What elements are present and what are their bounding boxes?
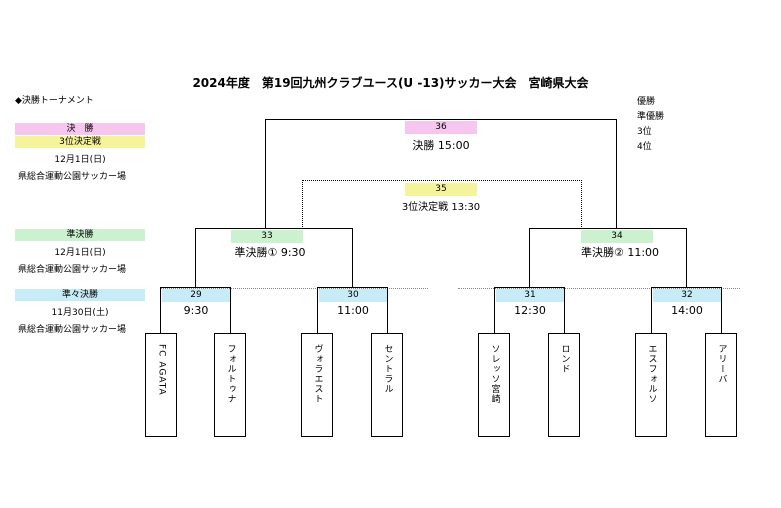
match-35-number: 35 xyxy=(405,183,477,196)
legend-quarter-date: 11月30日(土) xyxy=(51,308,109,318)
qf32-top-line xyxy=(651,287,722,288)
match-36-label: 決勝 15:00 xyxy=(412,139,470,152)
legend-final-venue: 県総合運動公園サッカー場 xyxy=(18,172,127,182)
team-box: ソレッソ宮崎 xyxy=(478,333,510,437)
team-box: FC AGATA xyxy=(145,333,177,437)
result-fourth: 4位 xyxy=(637,142,652,152)
page-title: 2024年度 第19回九州クラブユース(U -13)サッカー大会 宮崎県大会 xyxy=(192,76,589,90)
match-35-label: 3位決定戦 13:30 xyxy=(401,202,481,213)
legend-quarter-venue: 県総合運動公園サッカー場 xyxy=(18,325,127,335)
semi2-left-line xyxy=(529,228,530,288)
qf30-right-line xyxy=(387,287,388,333)
match-32-number: 32 xyxy=(653,289,721,302)
result-third: 3位 xyxy=(637,127,652,137)
team-box: アリーバ xyxy=(705,333,737,437)
team-box: フォルトゥナ xyxy=(214,333,246,437)
result-runner-up: 準優勝 xyxy=(637,112,665,122)
qf30-left-line xyxy=(317,287,318,333)
qf30-top-line xyxy=(317,287,388,288)
team-name: ロンド xyxy=(559,344,570,374)
semi2-top-line xyxy=(529,228,687,229)
section-label: ◆決勝トーナメント xyxy=(15,96,94,106)
team-box: エスフォルソ xyxy=(635,333,667,437)
match-30-label: 11:00 xyxy=(337,304,369,317)
match-32-label: 14:00 xyxy=(671,304,703,317)
semi2-right-line xyxy=(686,228,687,288)
team-name: ヴォラエスト xyxy=(312,344,323,404)
third-place-top-line xyxy=(302,180,582,181)
team-name: セントラル xyxy=(382,344,393,394)
qf29-top-line xyxy=(160,287,231,288)
match-31-label: 12:30 xyxy=(514,304,546,317)
match-29-number: 29 xyxy=(162,289,230,302)
match-34-label: 準決勝② 11:00 xyxy=(580,246,660,259)
separator-left xyxy=(160,288,428,289)
qf31-right-line xyxy=(564,287,565,333)
team-box: セントラル xyxy=(371,333,403,437)
qf29-right-line xyxy=(230,287,231,333)
team-name: ソレッソ宮崎 xyxy=(489,344,500,404)
legend-final-date: 12月1日(日) xyxy=(54,155,106,165)
match-33-label: 準決勝① 9:30 xyxy=(234,246,306,259)
legend-semi-date: 12月1日(日) xyxy=(54,248,106,258)
match-31-number: 31 xyxy=(496,289,564,302)
match-29-label: 9:30 xyxy=(183,304,209,317)
legend-third-place: 3位決定戦 xyxy=(15,136,145,148)
qf31-top-line xyxy=(494,287,565,288)
team-box: ヴォラエスト xyxy=(301,333,333,437)
legend-final: 決 勝 xyxy=(15,123,145,135)
third-place-right-line xyxy=(581,180,582,229)
team-name: FC AGATA xyxy=(156,344,167,396)
match-34-number: 34 xyxy=(581,230,653,243)
semi1-left-line xyxy=(195,228,196,288)
legend-semi: 準決勝 xyxy=(15,229,145,241)
team-box: ロンド xyxy=(548,333,580,437)
separator-right xyxy=(458,288,740,289)
qf31-left-line xyxy=(494,287,495,333)
result-winner: 優勝 xyxy=(637,97,656,107)
final-top-line xyxy=(265,119,617,120)
third-place-left-line xyxy=(302,180,303,229)
semi1-right-line xyxy=(352,228,353,288)
match-36-number: 36 xyxy=(405,121,477,134)
qf32-right-line xyxy=(721,287,722,333)
final-right-line xyxy=(616,119,617,229)
match-30-number: 30 xyxy=(319,289,387,302)
final-left-line xyxy=(265,119,266,229)
qf32-left-line xyxy=(651,287,652,333)
match-33-number: 33 xyxy=(231,230,303,243)
legend-semi-venue: 県総合運動公園サッカー場 xyxy=(18,265,127,275)
team-name: フォルトゥナ xyxy=(225,344,236,404)
qf29-left-line xyxy=(160,287,161,333)
legend-quarter: 準々決勝 xyxy=(15,289,145,301)
team-name: アリーバ xyxy=(716,344,727,384)
team-name: エスフォルソ xyxy=(646,344,657,404)
semi1-top-line xyxy=(195,228,353,229)
